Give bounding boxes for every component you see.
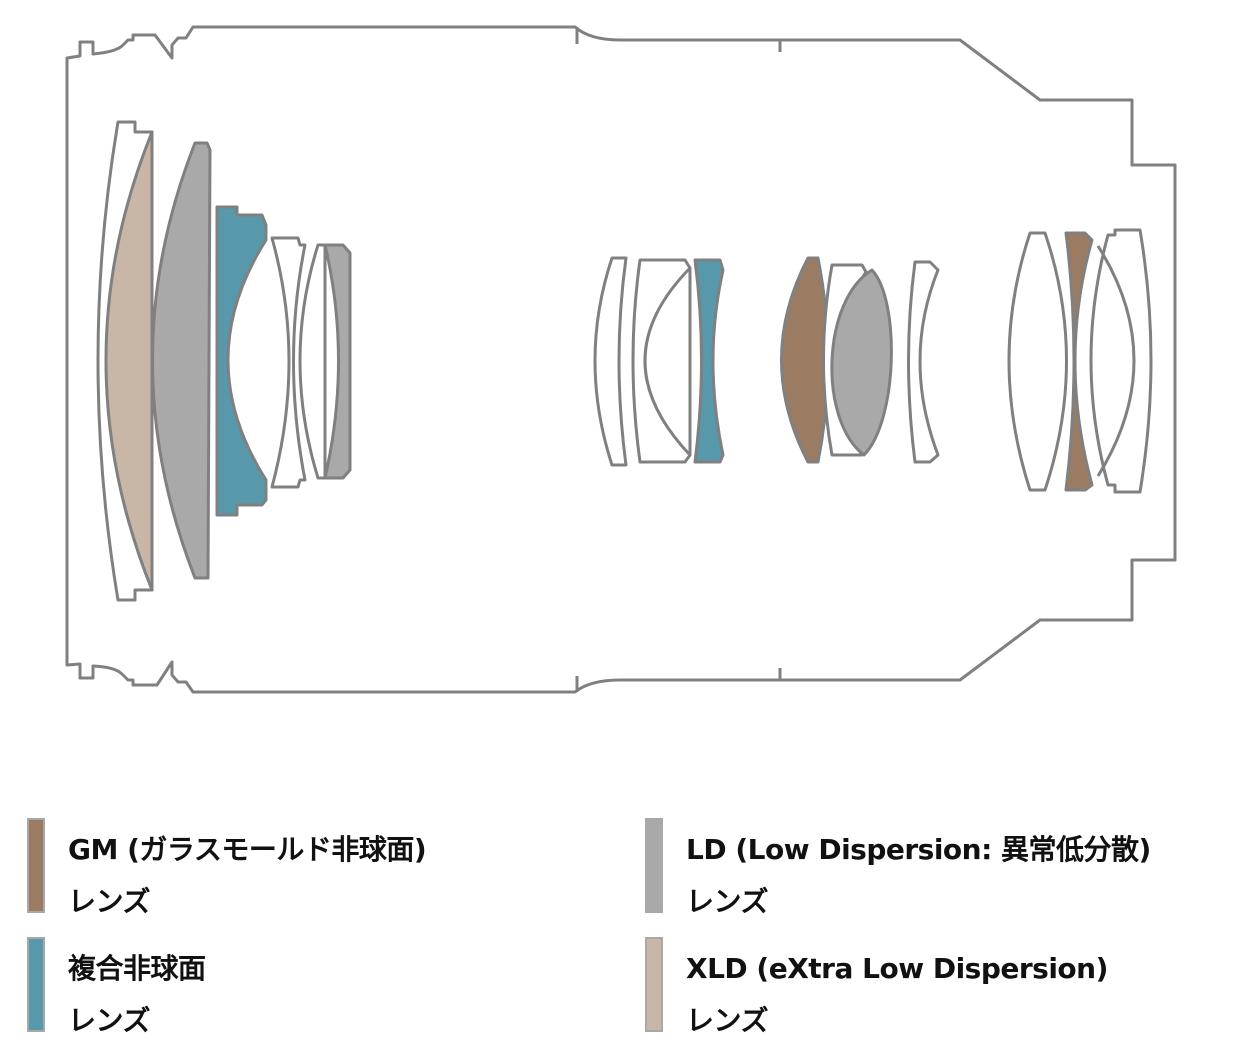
lens-element-13 bbox=[907, 260, 940, 464]
legend-label: GM (ガラスモールド非球面) bbox=[68, 833, 427, 866]
ld-lens-element bbox=[151, 141, 212, 580]
legend-label: 複合非球面 bbox=[68, 952, 206, 985]
lens-barrel-outline bbox=[65, 25, 1177, 694]
ld-lens-element bbox=[323, 243, 352, 480]
composite-aspherical-lens-element bbox=[215, 205, 268, 517]
lens-element-7 bbox=[593, 256, 628, 467]
lens-element-4 bbox=[270, 236, 307, 489]
legend-label-lens: レンズ bbox=[68, 1004, 150, 1037]
legend-label-lens: レンズ bbox=[68, 885, 150, 918]
gm-lens-element bbox=[1064, 231, 1094, 492]
legend-swatch-xld bbox=[645, 937, 663, 1032]
lens-element-8 bbox=[631, 258, 692, 464]
xld-lens-element bbox=[104, 130, 154, 592]
legend-label: XLD (eXtra Low Dispersion) bbox=[686, 952, 1108, 985]
lens-element-14 bbox=[1007, 231, 1068, 492]
legend-label: LD (Low Dispersion: 異常低分散) bbox=[686, 833, 1151, 866]
legend-swatch-gm bbox=[27, 818, 45, 913]
ld-lens-element bbox=[830, 268, 893, 457]
barrel-tick-marks bbox=[575, 27, 782, 692]
lens-construction-diagram bbox=[65, 25, 1177, 694]
legend-swatch-ld bbox=[645, 818, 663, 913]
legend-label-lens: レンズ bbox=[686, 1004, 768, 1037]
composite-aspherical-lens-element bbox=[693, 258, 725, 464]
legend-label-lens: レンズ bbox=[686, 885, 768, 918]
lens-element-5 bbox=[298, 243, 327, 480]
lens-element-16 bbox=[1089, 228, 1153, 494]
legend-swatch-composite bbox=[27, 937, 45, 1032]
